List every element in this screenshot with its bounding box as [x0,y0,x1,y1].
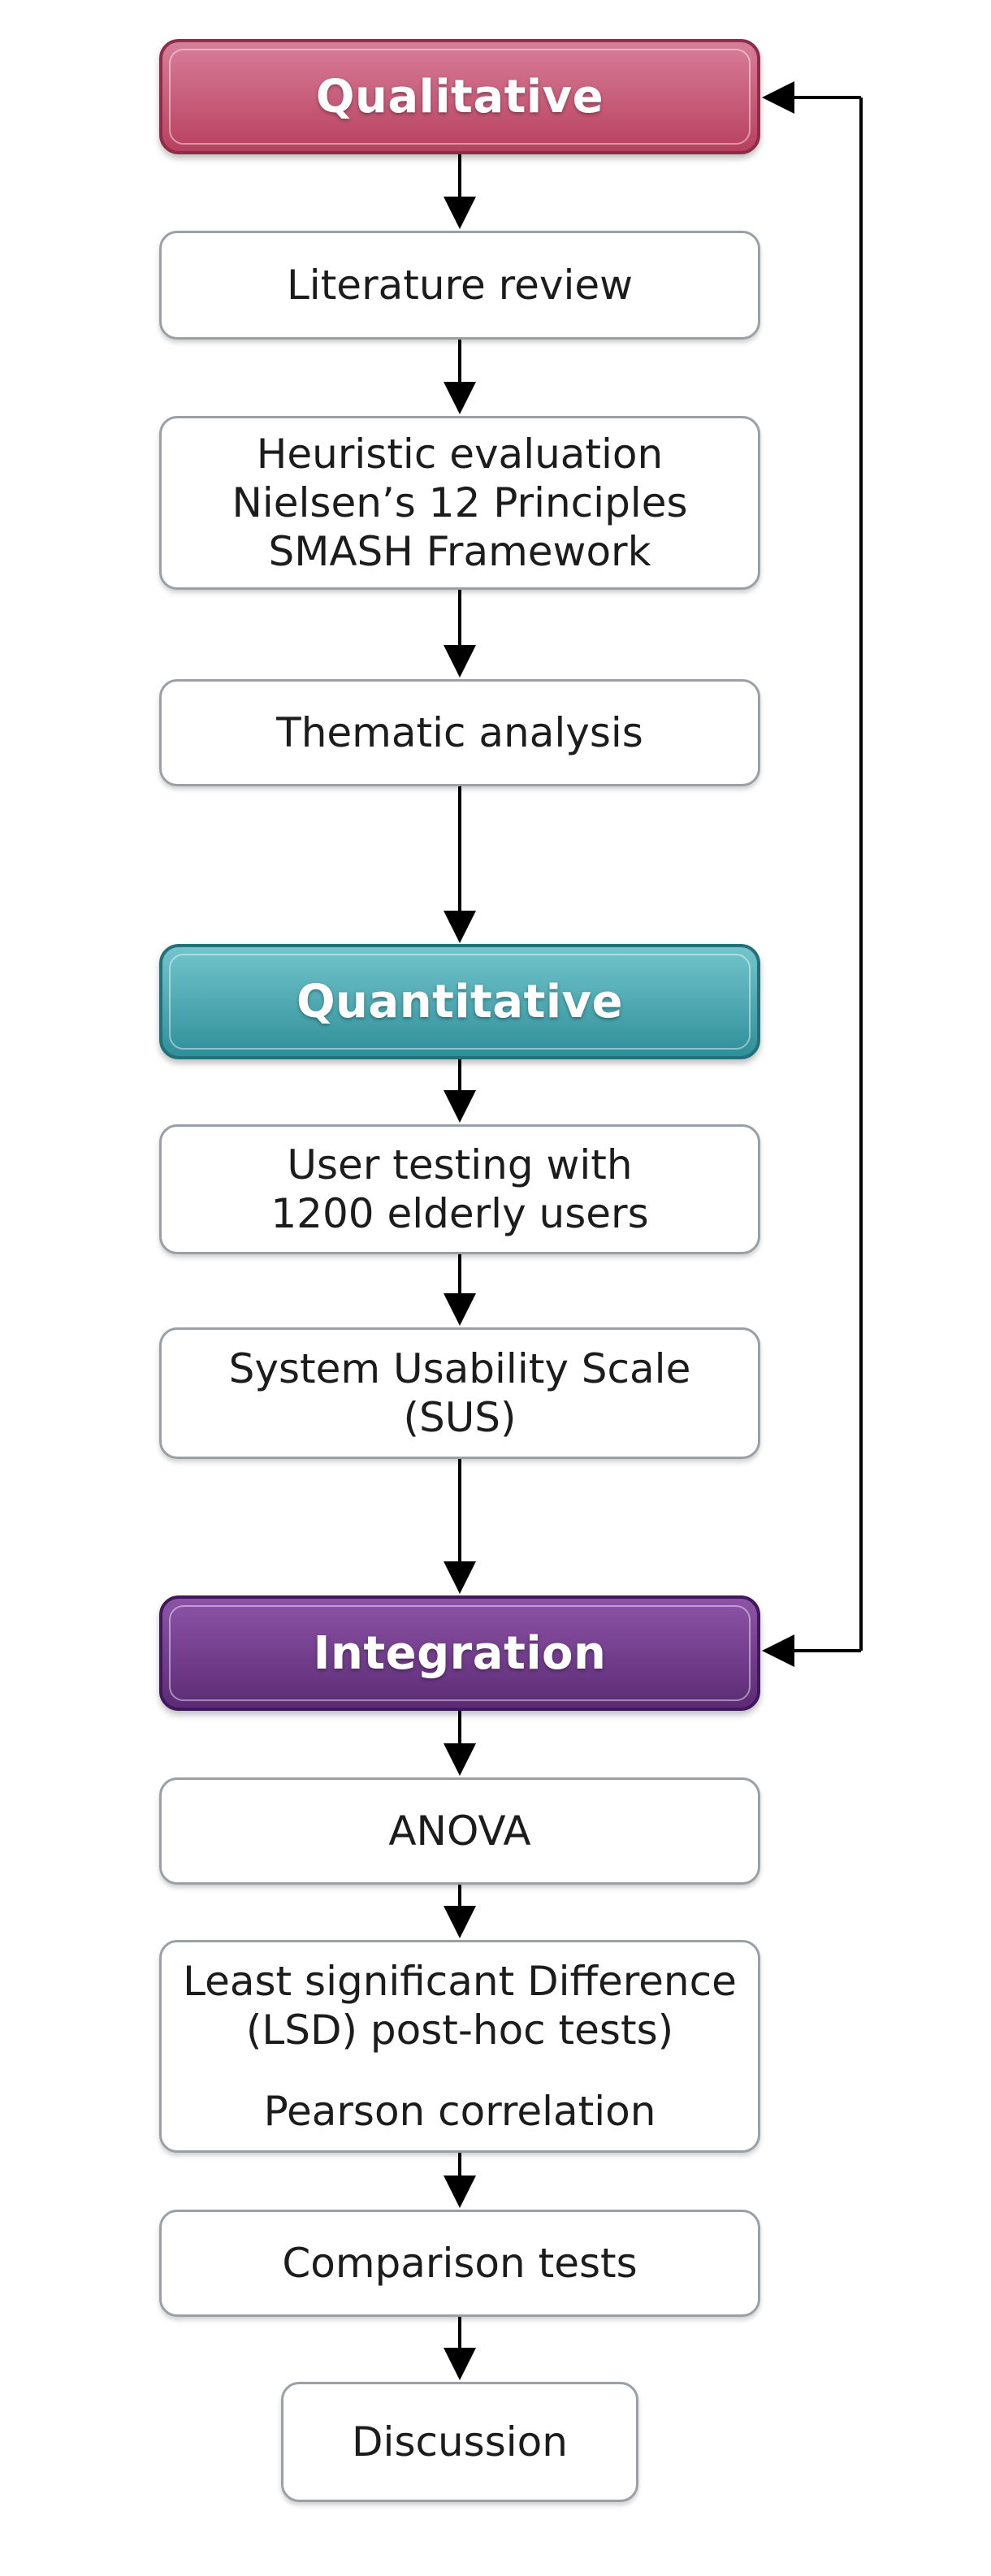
sus-abbrev-label: (SUS) [403,1394,517,1441]
smash-framework-label: SMASH Framework [268,528,651,575]
user-testing-box: User testing with 1200 elderly users [159,1124,760,1254]
integration-phase-label: Integration [313,1626,607,1680]
discussion-label: Discussion [352,2418,568,2466]
anova-box: ANOVA [159,1777,760,1885]
pearson-correlation-label: Pearson correlation [263,2088,656,2135]
literature-review-label: Literature review [286,262,634,309]
elderly-users-label: 1200 elderly users [270,1190,649,1237]
lsd-label: Least significant Difference [183,1958,737,2005]
thematic-analysis-box: Thematic analysis [159,679,760,786]
sus-label: System Usability Scale [228,1345,691,1392]
heuristic-evaluation-label: Heuristic evaluation [256,431,664,478]
qualitative-phase-box: Qualitative [159,39,760,154]
user-testing-label: User testing with [287,1141,633,1188]
sus-box: System Usability Scale (SUS) [159,1327,760,1459]
quantitative-phase-label: Quantitative [296,975,624,1028]
lsd-posthoc-label: (LSD) post-hoc tests) [245,2007,674,2054]
integration-phase-box: Integration [159,1595,760,1711]
literature-review-box: Literature review [159,231,760,340]
discussion-box: Discussion [281,2382,638,2502]
anova-label: ANOVA [388,1808,531,1855]
thematic-analysis-label: Thematic analysis [276,709,643,756]
lsd-pearson-box: Least significant Difference (LSD) post-… [159,1940,760,2153]
quantitative-phase-box: Quantitative [159,944,760,1059]
comparison-tests-box: Comparison tests [159,2210,760,2317]
qualitative-phase-label: Qualitative [315,70,604,123]
comparison-tests-label: Comparison tests [282,2240,638,2287]
heuristic-evaluation-box: Heuristic evaluation Nielsen’s 12 Princi… [159,416,760,590]
nielsen-principles-label: Nielsen’s 12 Principles [232,479,688,526]
